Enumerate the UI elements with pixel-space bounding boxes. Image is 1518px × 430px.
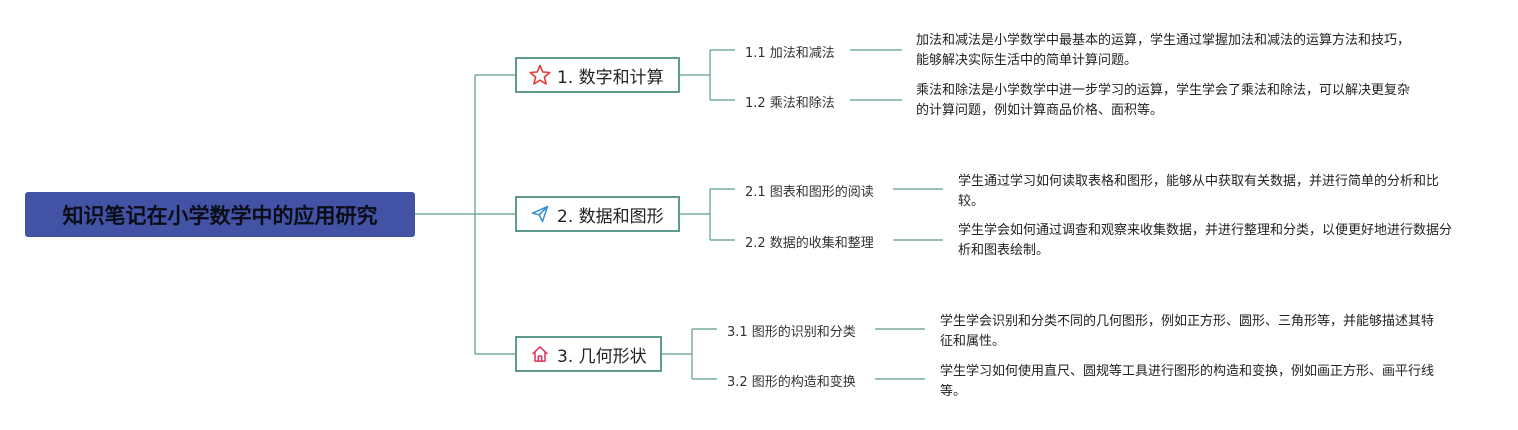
subtopic-1-1[interactable]: 1.1 加法和减法 <box>745 42 835 61</box>
branch-label: 1. 数字和计算 <box>557 67 664 88</box>
description-1-2: 乘法和除法是小学数学中进一步学习的运算，学生学会了乘法和除法，可以解决更复杂的计… <box>916 83 1411 118</box>
subtopic-label: 1.1 加法和减法 <box>745 46 835 61</box>
paper-plane-icon <box>527 201 553 227</box>
description-2-1: 学生通过学习如何读取表格和图形，能够从中获取有关数据，并进行简单的分析和比较。 <box>958 174 1440 209</box>
subtopic-label: 1.2 乘法和除法 <box>745 96 835 111</box>
subtopic-3-2[interactable]: 3.2 图形的构造和变换 <box>727 371 856 390</box>
branch-label: 2. 数据和图形 <box>557 206 664 227</box>
subtopic-label: 2.2 数据的收集和整理 <box>745 236 874 251</box>
description-3-2: 学生学习如何使用直尺、圆规等工具进行图形的构造和变换，例如画正方形、画平行线等。 <box>940 364 1435 399</box>
branch-numbers-and-calculation[interactable]: 1. 数字和计算 <box>515 57 680 93</box>
branch-label: 3. 几何形状 <box>557 346 647 367</box>
subtopic-3-1[interactable]: 3.1 图形的识别和分类 <box>727 321 856 340</box>
subtopic-label: 3.1 图形的识别和分类 <box>727 325 856 340</box>
subtopic-2-2[interactable]: 2.2 数据的收集和整理 <box>745 232 874 251</box>
branch-geometric-shapes[interactable]: 3. 几何形状 <box>515 336 662 372</box>
root-title: 知识笔记在小学数学中的应用研究 <box>62 203 378 228</box>
root-topic[interactable]: 知识笔记在小学数学中的应用研究 <box>25 192 415 237</box>
subtopic-2-1[interactable]: 2.1 图表和图形的阅读 <box>745 181 874 200</box>
house-icon <box>527 341 553 367</box>
subtopic-label: 2.1 图表和图形的阅读 <box>745 185 874 200</box>
branch-data-and-graphics[interactable]: 2. 数据和图形 <box>515 196 680 232</box>
description-1-1: 加法和减法是小学数学中最基本的运算，学生通过掌握加法和减法的运算方法和技巧，能够… <box>916 33 1411 68</box>
subtopic-label: 3.2 图形的构造和变换 <box>727 375 856 390</box>
description-3-1: 学生学会识别和分类不同的几何图形，例如正方形、圆形、三角形等，并能够描述其特征和… <box>940 314 1435 349</box>
description-2-2: 学生学会如何通过调查和观察来收集数据，并进行整理和分类，以便更好地进行数据分析和… <box>958 223 1453 258</box>
star-icon <box>527 62 553 88</box>
subtopic-1-2[interactable]: 1.2 乘法和除法 <box>745 92 835 111</box>
